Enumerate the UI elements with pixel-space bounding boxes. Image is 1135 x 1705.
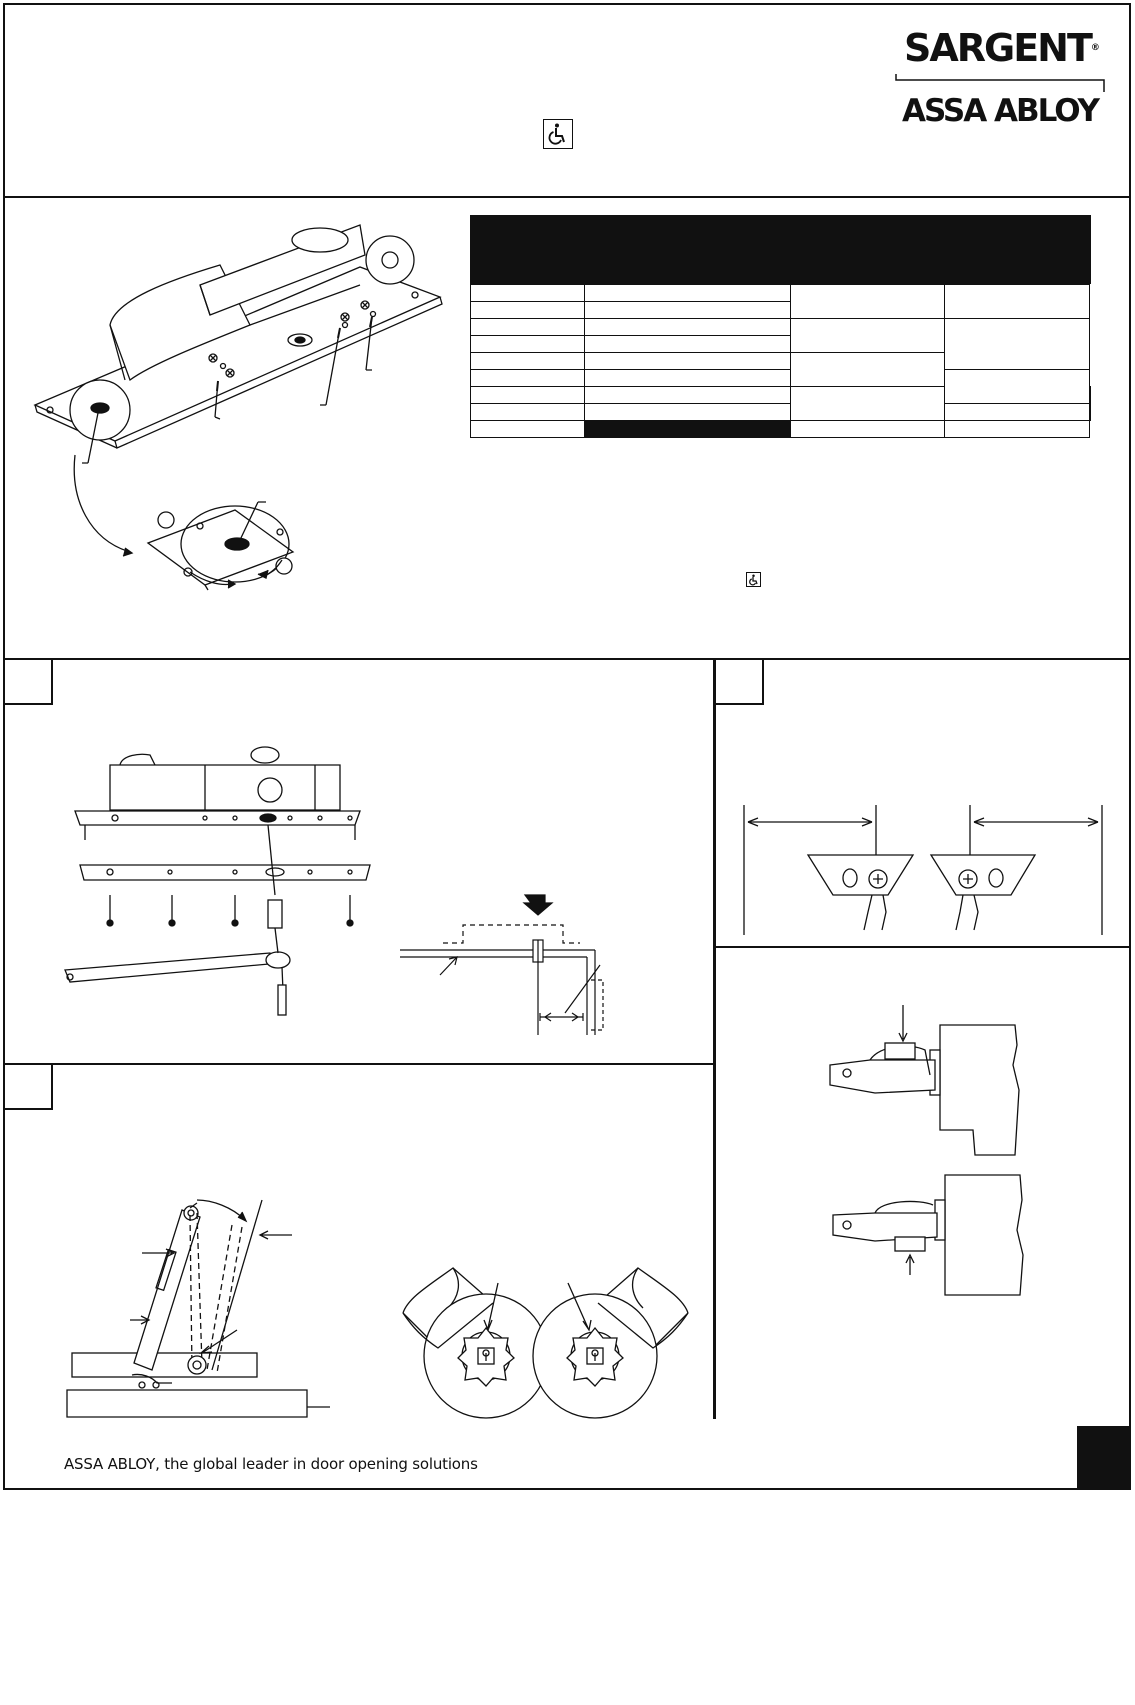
step-box-right-top — [716, 660, 764, 705]
table-row — [470, 420, 1091, 438]
page-frame — [3, 3, 1131, 1490]
logo-rule — [895, 74, 1105, 92]
table-row — [470, 403, 1091, 421]
arm-adjustment-drawing — [66, 1199, 330, 1418]
upper-section-divider — [3, 658, 1131, 660]
bracket-mounting-drawing — [829, 1005, 1024, 1296]
table-row — [470, 284, 1091, 319]
pinion-detail-drawing — [402, 1267, 689, 1419]
brand-name: SARGENT® — [904, 26, 1100, 70]
footer-tagline: ASSA ABLOY, the global leader in door op… — [64, 1455, 478, 1473]
wheelchair-icon — [543, 119, 573, 149]
spec-table-header — [470, 215, 1091, 284]
closer-body-drawing — [33, 224, 443, 464]
rotation-detail-drawing — [73, 454, 295, 591]
middle-vertical-divider — [713, 659, 716, 1419]
spec-table — [470, 284, 1091, 438]
table-row — [470, 352, 1091, 387]
step-box-left-bottom — [5, 1065, 53, 1110]
left-lower-divider — [3, 1063, 714, 1065]
table-row — [470, 369, 1091, 404]
right-lower-divider — [714, 946, 1131, 948]
wheelchair-icon — [746, 572, 761, 587]
table-row — [470, 386, 1091, 421]
unused — [400, 1565, 690, 1705]
table-row — [470, 301, 1091, 319]
page-corner-tab — [1077, 1426, 1131, 1490]
sargent-assa-abloy-logo: SARGENT® ASSA ABLOY — [895, 26, 1110, 129]
arm-shoe-drawing — [743, 805, 1103, 935]
mounting-exploded-drawing — [64, 746, 371, 1016]
step-box-left-top — [5, 660, 53, 705]
group-name: ASSA ABLOY — [902, 93, 1100, 129]
table-row — [470, 318, 1091, 370]
header-section-drawing — [400, 894, 604, 1035]
header-divider — [3, 196, 1131, 198]
